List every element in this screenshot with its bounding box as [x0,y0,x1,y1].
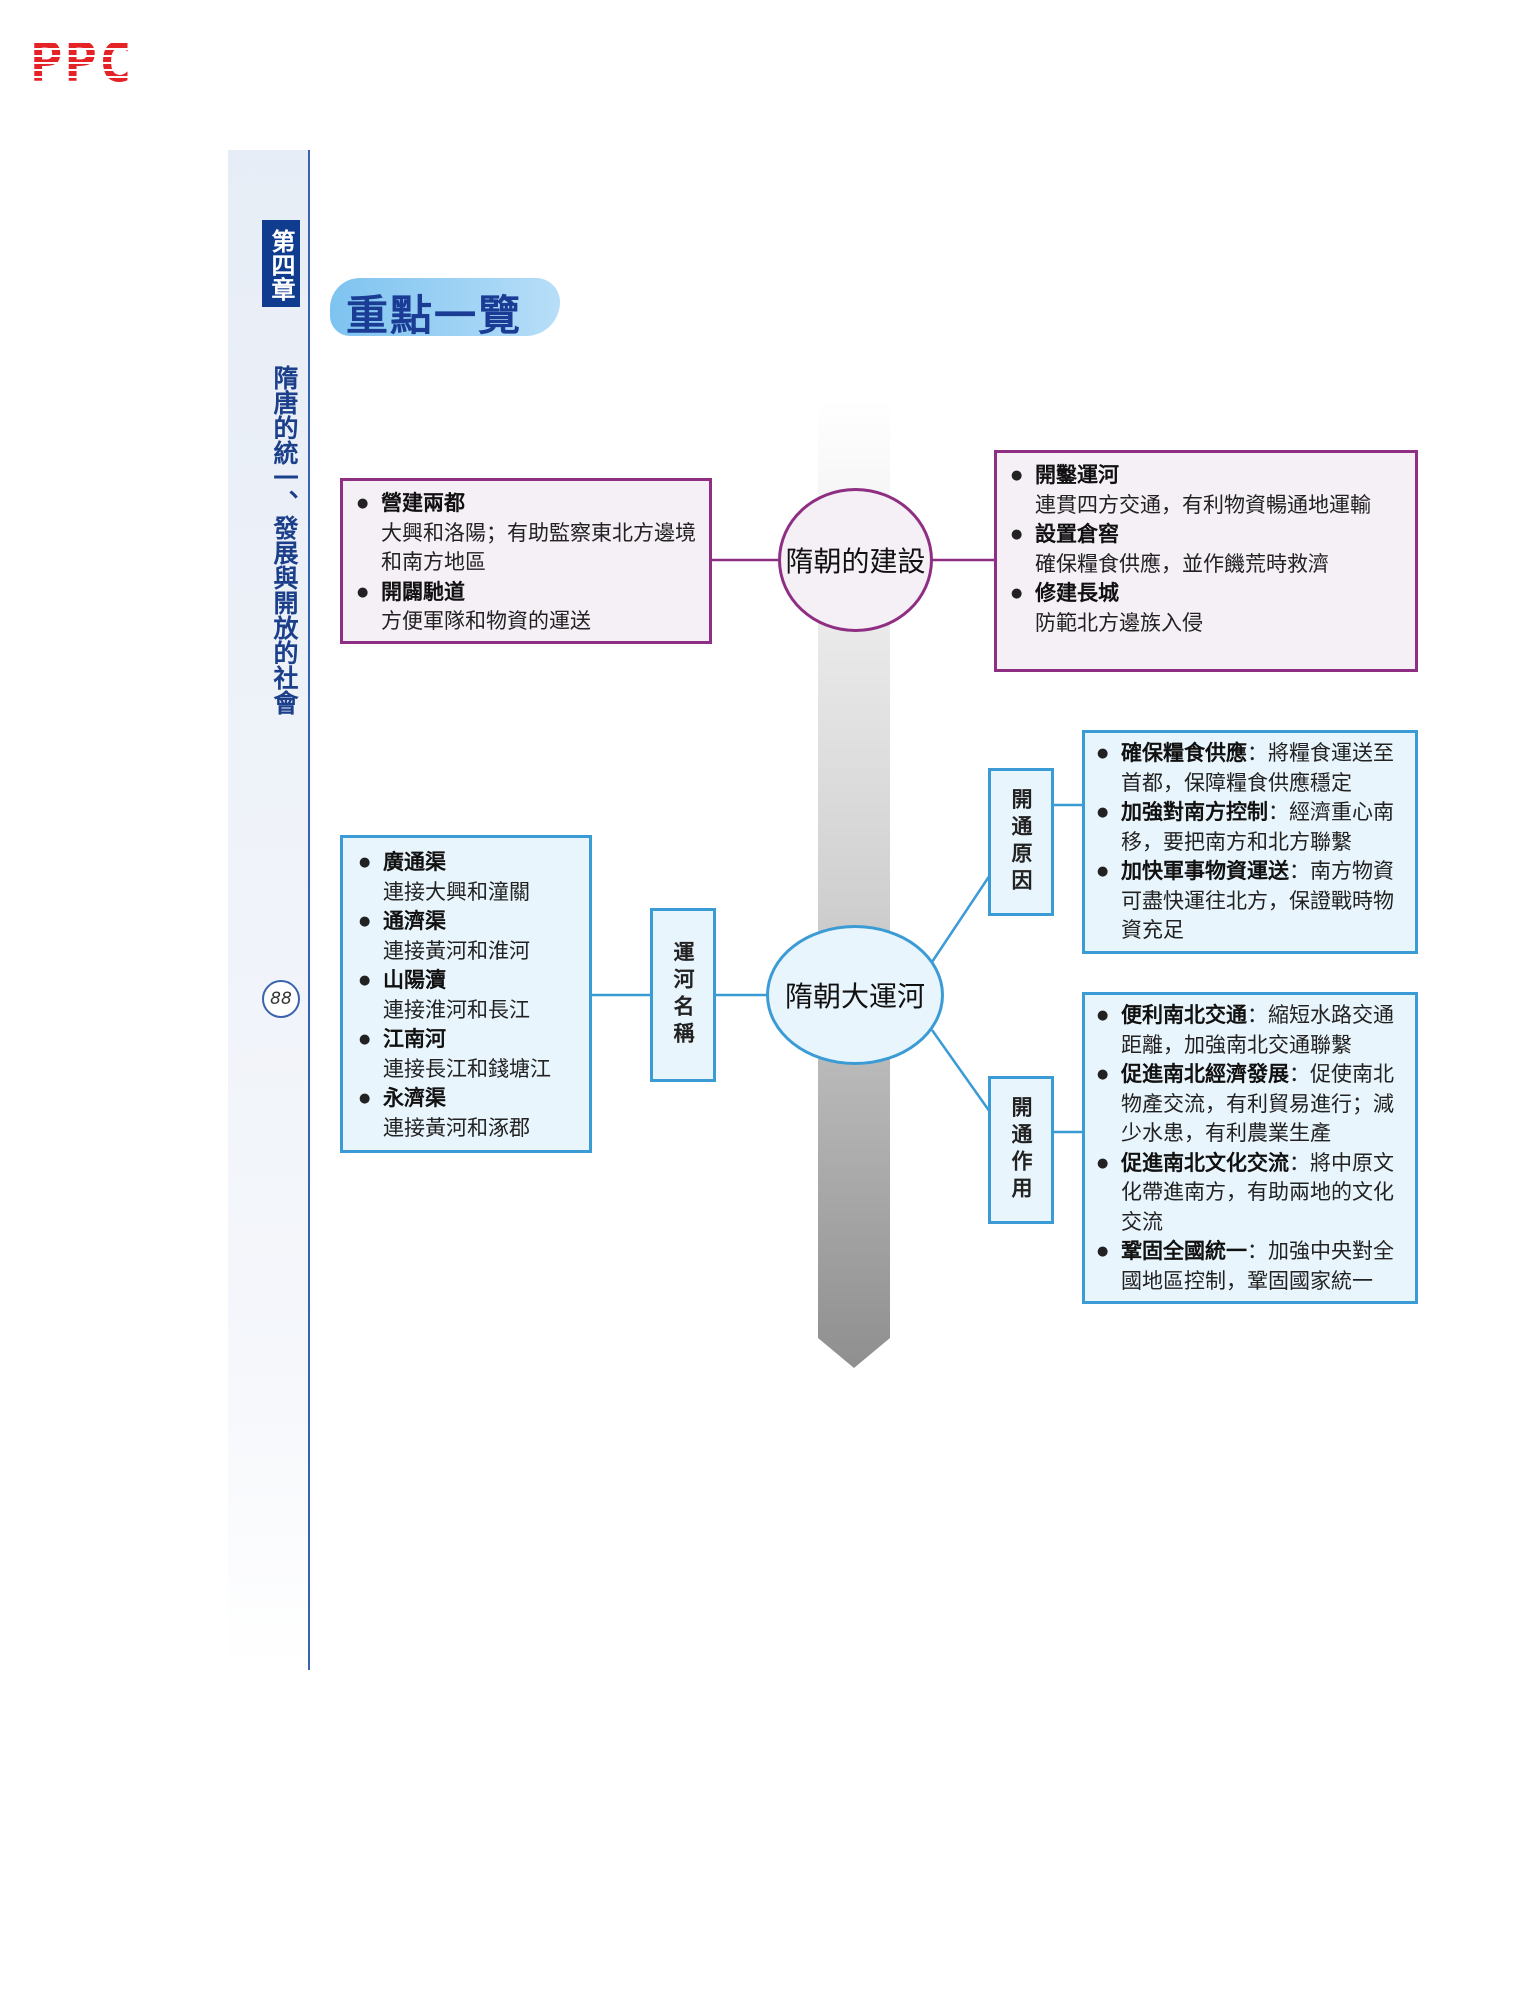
list-item: 促進南北經濟發展：促使南北物產交流，有利貿易進行；減少水患，有利農業生產 [1091,1060,1407,1149]
ppc-logo: PPC [30,31,134,94]
timeline-arrow [818,400,890,1368]
sidebar-divider [308,150,310,1670]
construction-center-oval: 隋朝的建設 [778,488,933,632]
section-heading: 重點一覽 [346,291,523,340]
list-item: 促進南北文化交流：將中原文化帶進南方，有助兩地的文化交流 [1091,1149,1407,1238]
canal-center-oval: 隋朝大運河 [766,925,944,1065]
sidebar-decoration [228,150,308,1670]
list-item: 加強對南方控制：經濟重心南移，要把南方和北方聯繫 [1091,798,1407,857]
page-number: 88 [262,980,300,1018]
list-item: 確保糧食供應：將糧食運送至首都，保障糧食供應穩定 [1091,739,1407,798]
canal-reasons-label: 開通原因 [988,768,1054,916]
construction-center-label: 隋朝的建設 [785,545,926,578]
canal-names-label: 運河名稱 [650,908,716,1082]
canal-effects-box: 便利南北交通：縮短水路交通距離，加強南北交通聯繫 促進南北經濟發展：促使南北物產… [1082,992,1418,1304]
list-item: 鞏固全國統一：加強中央對全國地區控制，鞏固國家統一 [1091,1237,1407,1296]
section-heading-badge: 重點一覽 [330,278,560,340]
chapter-title: 隋唐的統一、發展與開放的社會 [270,365,299,715]
list-item: 便利南北交通：縮短水路交通距離，加強南北交通聯繫 [1091,1001,1407,1060]
list-item: 加快軍事物資運送：南方物資可盡快運往北方，保證戰時物資充足 [1091,857,1407,946]
canal-effects-label: 開通作用 [988,1076,1054,1224]
chapter-number: 第四章 [262,220,300,307]
canal-reasons-box: 確保糧食供應：將糧食運送至首都，保障糧食供應穩定 加強對南方控制：經濟重心南移，… [1082,730,1418,954]
canal-center-label: 隋朝大運河 [784,980,925,1013]
